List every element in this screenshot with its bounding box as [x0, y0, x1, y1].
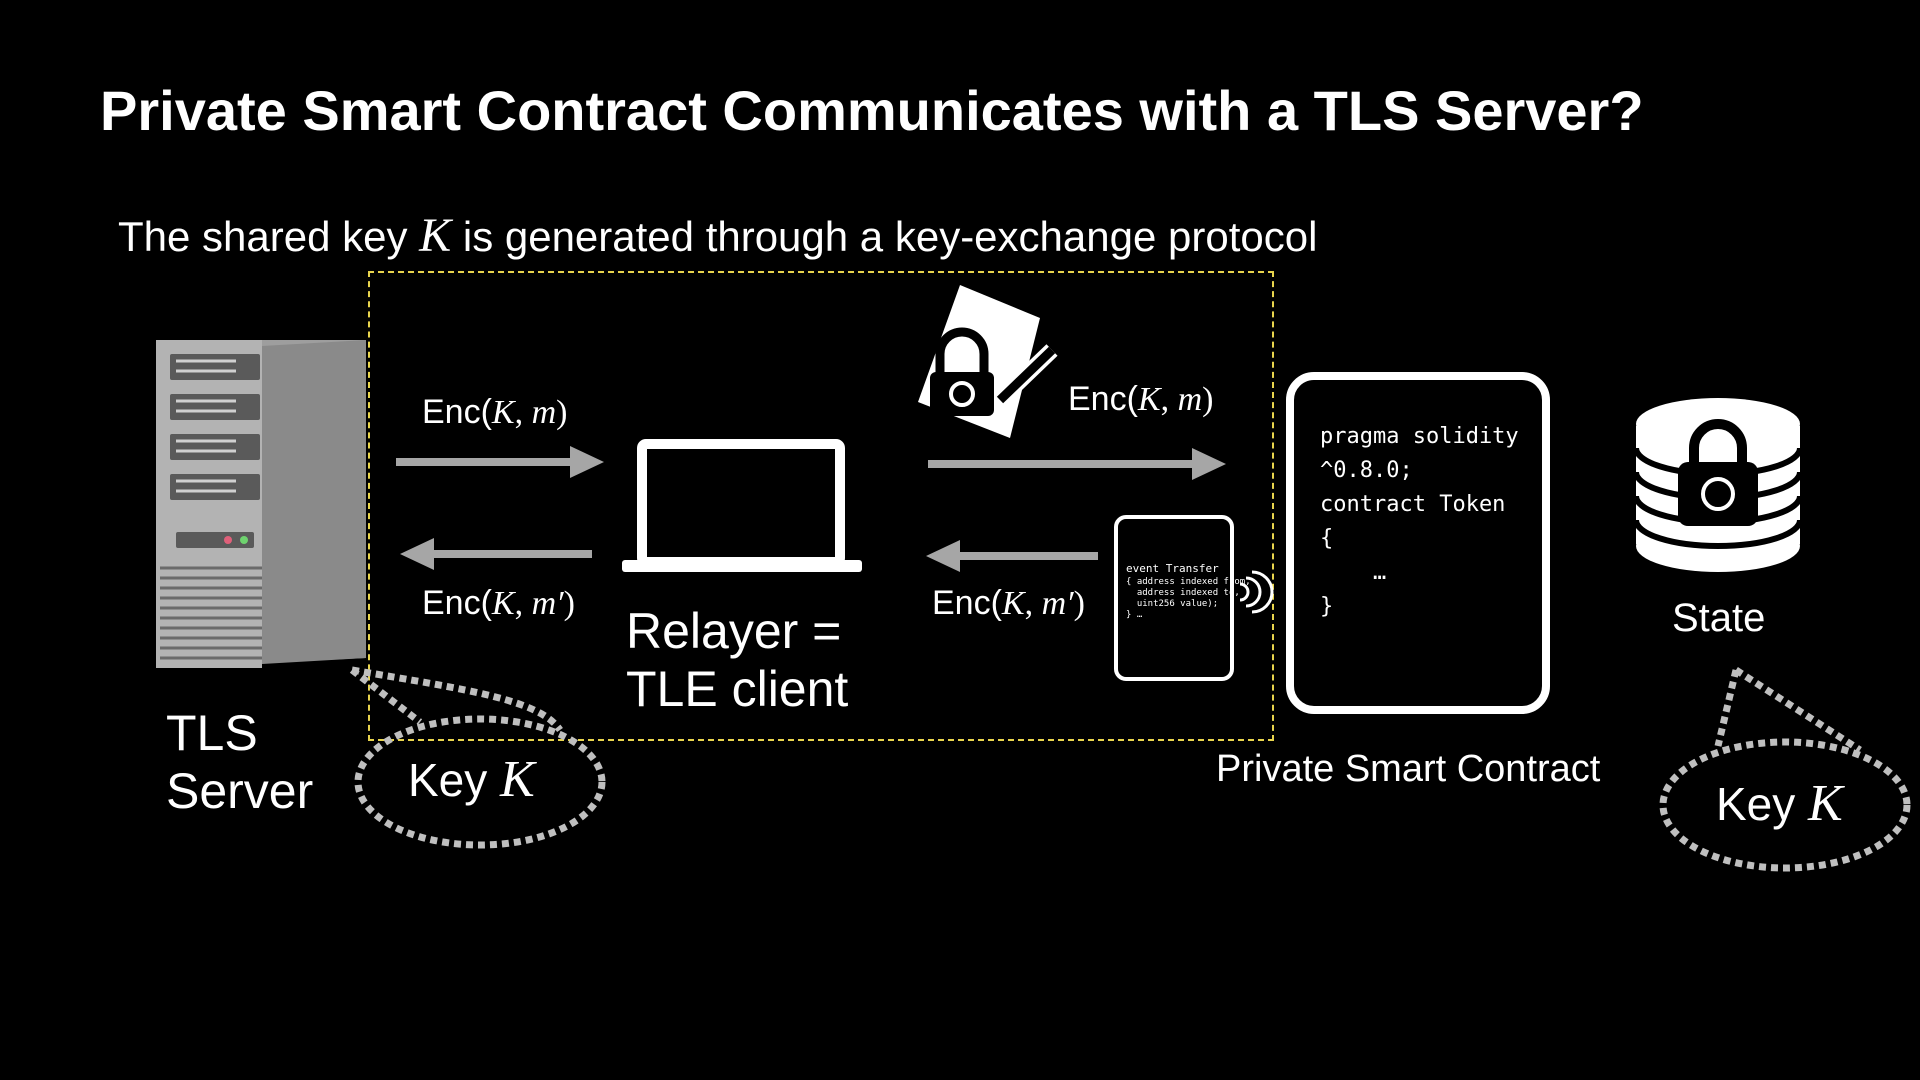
enc-comma: ,	[514, 585, 532, 622]
key-word: Key	[408, 754, 501, 806]
enc-label-contract-to-relayer: Enc(K, m′)	[932, 584, 1085, 623]
enc-close: )	[1073, 585, 1085, 622]
code-line: }	[1320, 594, 1334, 619]
relayer-caption-line1: Relayer =	[626, 603, 842, 659]
key-bubble-server	[349, 666, 606, 849]
enc-comma: ,	[1024, 585, 1042, 622]
enc-key: K	[491, 585, 515, 622]
enc-prefix: Enc(	[422, 393, 492, 431]
subtitle-post: is generated through a key-exchange prot…	[451, 213, 1318, 260]
code-line: pragma solidity	[1320, 424, 1519, 449]
key-var: K	[500, 751, 535, 808]
arrow-relayer-to-contract	[928, 448, 1226, 480]
enc-label-server-to-relayer: Enc(K, m)	[422, 393, 568, 432]
phone-code-line: { address indexed from,	[1126, 577, 1251, 587]
code-line: {	[1320, 526, 1334, 551]
relayer-caption: Relayer = TLE client	[626, 602, 848, 718]
phone-code: event Transfer { address indexed from, a…	[1126, 560, 1251, 621]
contract-card	[1286, 372, 1550, 714]
enc-label-relayer-to-server: Enc(K, m′)	[422, 584, 575, 623]
state-caption: State	[1672, 596, 1766, 640]
code-line: ^0.8.0;	[1320, 458, 1413, 483]
enc-prefix: Enc(	[1068, 380, 1138, 418]
database-lock-icon	[1633, 398, 1803, 572]
subtitle-key-var: K	[419, 209, 452, 262]
enc-key: K	[1137, 381, 1161, 418]
laptop-icon	[622, 439, 862, 572]
enc-comma: ,	[514, 394, 532, 431]
arrow-server-to-relayer	[396, 446, 604, 478]
enc-comma: ,	[1160, 381, 1178, 418]
enc-close: )	[1202, 381, 1214, 418]
relayer-caption-line2: TLE client	[626, 661, 849, 717]
enc-label-relayer-to-contract: Enc(K, m)	[1068, 380, 1214, 419]
enc-message-prime: m′	[531, 585, 564, 622]
enc-close: )	[563, 585, 575, 622]
server-caption-line2: Server	[166, 763, 314, 819]
server-caption-line1: TLS	[166, 705, 258, 761]
key-label-server: Key K	[408, 750, 535, 809]
server-icon	[156, 340, 366, 668]
enc-prefix: Enc(	[932, 584, 1002, 622]
enc-message: m	[531, 394, 557, 431]
contract-code: pragma solidity ^0.8.0; contract Token {…	[1320, 420, 1519, 624]
phone-code-line: event Transfer	[1126, 562, 1219, 575]
phone-code-line: address indexed to,	[1126, 588, 1240, 598]
enc-message: m	[1177, 381, 1203, 418]
key-label-state: Key K	[1716, 774, 1843, 833]
code-line: contract Token	[1320, 492, 1506, 517]
enc-key: K	[1001, 585, 1025, 622]
locked-document-icon	[918, 285, 1058, 438]
arrow-relayer-to-server	[400, 538, 592, 570]
subtitle-pre: The shared key	[118, 213, 420, 260]
contract-caption: Private Smart Contract	[1216, 748, 1601, 790]
enc-message-prime: m′	[1041, 585, 1074, 622]
slide-subtitle: The shared key K is generated through a …	[118, 208, 1317, 263]
enc-close: )	[556, 394, 568, 431]
enc-key: K	[491, 394, 515, 431]
phone-code-line: uint256 value);	[1126, 599, 1219, 609]
trust-boundary	[368, 271, 1274, 741]
phone-icon	[1114, 515, 1274, 681]
arrow-contract-to-relayer	[926, 540, 1098, 572]
phone-code-line: } …	[1126, 610, 1143, 620]
slide-title: Private Smart Contract Communicates with…	[100, 79, 1644, 142]
key-word: Key	[1716, 778, 1809, 830]
enc-prefix: Enc(	[422, 584, 492, 622]
server-caption: TLS Server	[166, 704, 313, 820]
code-line: …	[1320, 560, 1387, 585]
key-bubble-state	[1659, 667, 1911, 872]
key-var: K	[1808, 775, 1843, 832]
